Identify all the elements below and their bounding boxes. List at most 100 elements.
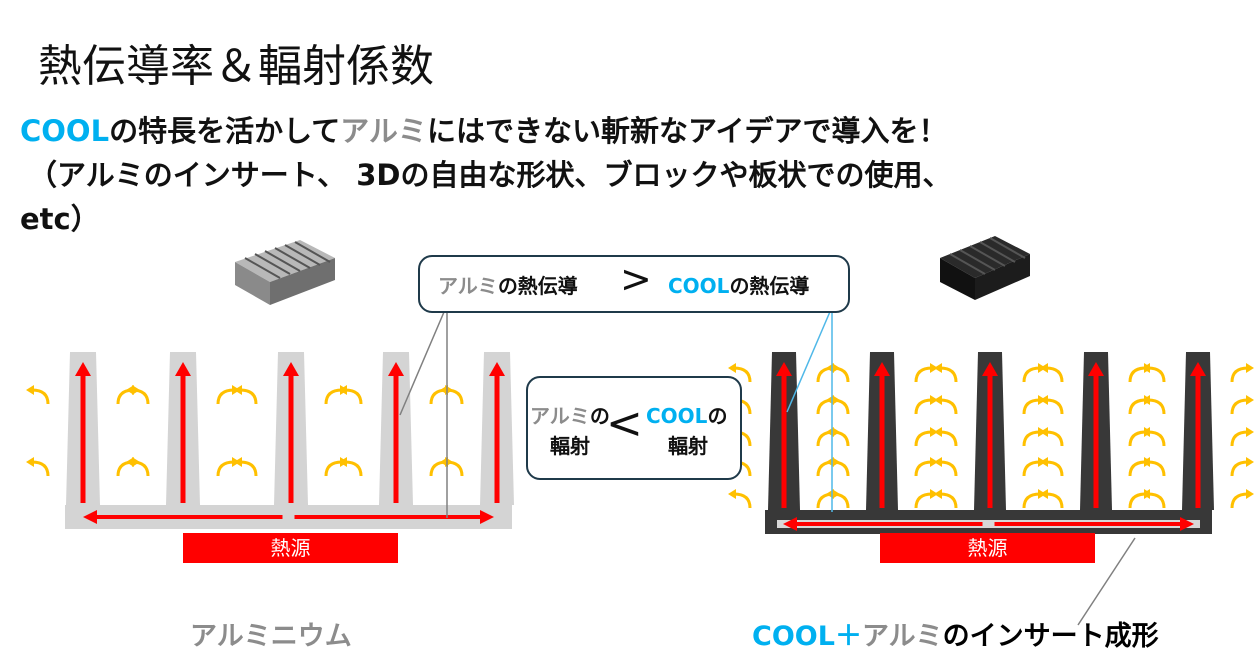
radiation-arrow	[1147, 366, 1166, 383]
heat-source-right: 熱源	[880, 533, 1095, 563]
cool-brand-text: COOL	[646, 404, 708, 428]
radiation-arrowhead	[826, 363, 834, 373]
radiation-arrow	[324, 388, 343, 405]
radiation-arrow	[1022, 398, 1041, 415]
radiation-arrow	[1022, 460, 1041, 477]
radiation-arrowhead	[234, 385, 242, 395]
radiation-arrowhead	[934, 395, 942, 405]
intro-line-3: etc）	[20, 202, 100, 236]
radiation-arrowhead	[1246, 457, 1254, 467]
radiation-arrow	[239, 388, 258, 405]
radiation-arrowhead	[934, 427, 942, 437]
radiation-arrow	[939, 492, 958, 509]
cool-insert-heatsink-diagram	[728, 352, 1254, 534]
radiation-arrow	[1230, 398, 1249, 415]
radiation-arrow	[344, 388, 363, 405]
radiation-arrowhead	[1142, 363, 1150, 373]
radiation-arrow	[914, 460, 933, 477]
radiation-arrow	[239, 460, 258, 477]
radiation-arrow	[1022, 430, 1041, 447]
radiation-arrow	[1147, 460, 1166, 477]
radiation-arrow	[914, 366, 933, 383]
radiation-arrow	[216, 388, 235, 405]
radiation-arrowhead	[934, 457, 942, 467]
radiation-arrow	[914, 430, 933, 447]
heat-flow-arrowhead	[982, 362, 998, 376]
heat-flow-arrowhead	[776, 362, 792, 376]
radiation-arrow	[131, 460, 150, 477]
radiation-arrow	[445, 388, 464, 405]
label: の	[589, 404, 610, 428]
radiation-arrow	[1022, 366, 1041, 383]
heat-flow-arrowhead	[489, 362, 505, 376]
radiation-arrow	[939, 398, 958, 415]
radiation-arrowhead	[826, 489, 834, 499]
radiation-arrow	[939, 460, 958, 477]
aluminum-caption: アルミニウム	[190, 621, 352, 652]
radiation-arrow	[1230, 366, 1249, 383]
radiation-arrowhead	[1040, 457, 1048, 467]
radiation-arrowhead	[1246, 395, 1254, 405]
heat-flow-arrowhead	[1180, 517, 1194, 531]
radiation-arrow	[1045, 398, 1064, 415]
radiation-arrowhead	[126, 457, 134, 467]
radiation-arrow	[324, 460, 343, 477]
label: の熱伝導	[497, 274, 578, 298]
radiation-arrowhead	[1246, 489, 1254, 499]
radiation-arrow	[939, 366, 958, 383]
radiation-arrow	[216, 460, 235, 477]
heat-flow-arrowhead	[480, 510, 494, 524]
radiation-arrowhead	[934, 489, 942, 499]
radiation-arrowhead	[826, 395, 834, 405]
radiation-arrowhead	[1142, 489, 1150, 499]
heat-source-left: 熱源	[183, 533, 398, 563]
radiation-arrow	[1045, 366, 1064, 383]
radiation-arrowhead	[26, 385, 34, 395]
label: のインサート成形	[942, 621, 1159, 652]
radiation-arrow	[1147, 398, 1166, 415]
radiation-arrow	[1147, 430, 1166, 447]
radiation-arrowhead	[440, 457, 448, 467]
radiation-arrow	[31, 388, 50, 405]
label: の	[707, 404, 728, 428]
radiation-arrowhead	[1142, 457, 1150, 467]
heat-flow-arrowhead	[283, 362, 299, 376]
radiation-arrow	[344, 460, 363, 477]
label: 輻射	[668, 434, 708, 458]
radiation-arrowhead	[1040, 489, 1048, 499]
heat-flow-arrowhead	[783, 517, 797, 531]
radiation-arrowhead	[126, 385, 134, 395]
aluminum-heatsink-photo	[235, 240, 335, 305]
radiation-arrow	[733, 366, 752, 383]
radiation-arrowhead	[234, 457, 242, 467]
radiation-arrowhead	[1142, 395, 1150, 405]
radiation-arrow	[31, 460, 50, 477]
cool-brand-text: COOL	[668, 274, 730, 298]
heat-flow-arrowhead	[1190, 362, 1206, 376]
aluminum-text: アルミ	[861, 621, 943, 652]
radiation-arrow	[831, 430, 850, 447]
aluminum-insert	[777, 520, 1200, 528]
radiation-arrowhead	[26, 457, 34, 467]
radiation-arrow	[1128, 366, 1147, 383]
radiation-arrow	[1128, 430, 1147, 447]
radiation-arrow	[939, 430, 958, 447]
radiation-arrowhead	[1246, 363, 1254, 373]
radiation-arrowhead	[440, 385, 448, 395]
radiation-arrow	[914, 492, 933, 509]
cool-brand-text: COOL	[752, 621, 835, 652]
radiation-arrow	[914, 398, 933, 415]
radiation-arrow	[1045, 430, 1064, 447]
cool-heatsink-photo	[940, 236, 1030, 300]
heat-flow-arrowhead	[1088, 362, 1104, 376]
radiation-arrow	[831, 460, 850, 477]
callout-leader-lines	[399, 299, 1136, 626]
plus-sign: ＋	[834, 621, 862, 652]
cool-insert-caption: COOL＋アルミのインサート成形	[752, 614, 1159, 653]
radiation-arrow	[831, 492, 850, 509]
less-than-symbol: <	[606, 398, 643, 449]
intro-text: の特長を活かして	[109, 114, 341, 148]
radiation-arrow	[131, 388, 150, 405]
radiation-arrow	[1128, 460, 1147, 477]
